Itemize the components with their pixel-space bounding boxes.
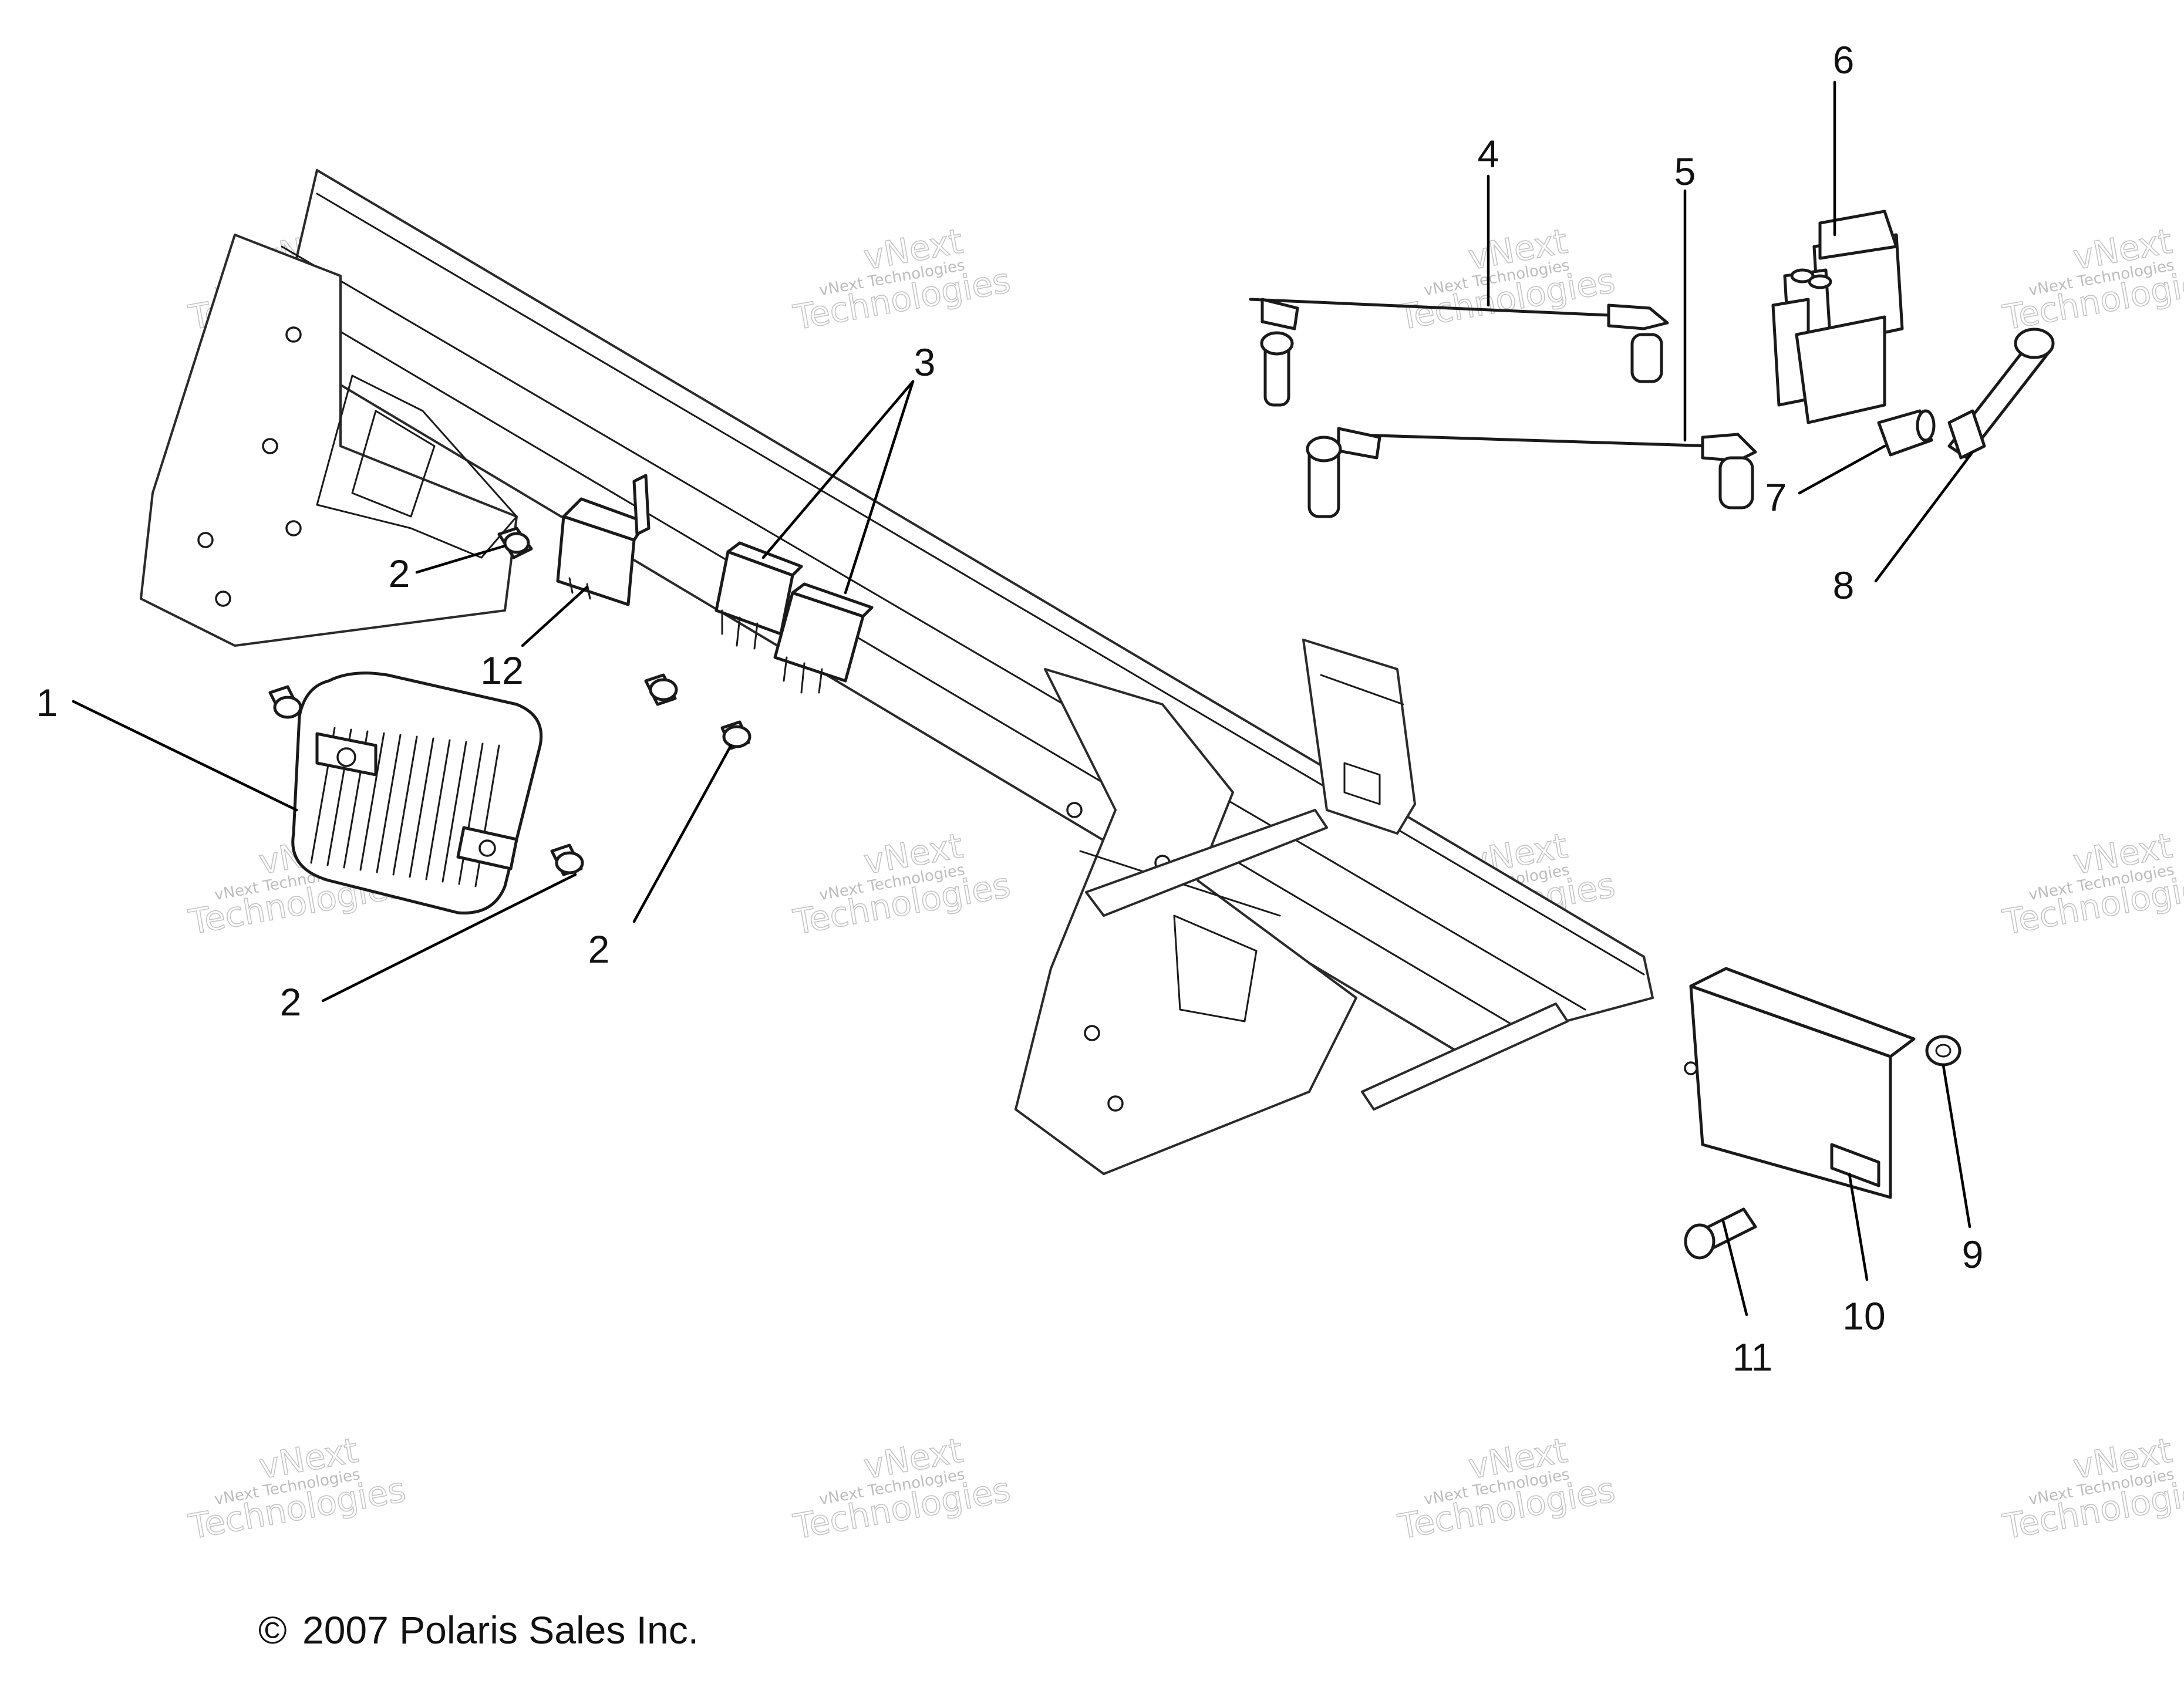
- regulator-fin: [425, 739, 451, 880]
- speed-sensor-5[interactable]: [1306, 427, 1757, 518]
- callout-3: 3: [914, 340, 936, 384]
- callout-9: 9: [1962, 1233, 1984, 1276]
- callout-12: 12: [480, 649, 523, 692]
- callout-8: 8: [1833, 563, 1855, 607]
- callout-2c: 2: [588, 927, 610, 971]
- spacer-7[interactable]: [1877, 409, 1936, 457]
- callout-4: 4: [1478, 132, 1499, 176]
- callout-6: 6: [1833, 38, 1855, 82]
- relay-3b[interactable]: [773, 582, 874, 694]
- callout-2a: 2: [389, 552, 410, 595]
- regulator-fin: [441, 741, 467, 883]
- regulator-fin: [376, 734, 402, 873]
- callout-7: 7: [1765, 475, 1787, 519]
- screw-2d[interactable]: [720, 720, 751, 750]
- screw-2b[interactable]: [268, 685, 302, 719]
- starter-relay-12[interactable]: [556, 474, 651, 606]
- callout-labels: 1 2 2 2 3 4 5 6 7 8 9 10 11 12: [36, 38, 1984, 1379]
- regulator-fin: [359, 732, 385, 871]
- callout-5: 5: [1674, 150, 1696, 193]
- callout-11: 11: [1733, 1335, 1773, 1379]
- speed-sensor-4[interactable]: [1249, 298, 1669, 407]
- nut-9[interactable]: [1925, 1035, 1961, 1067]
- callout-2b: 2: [280, 980, 302, 1024]
- connector-block-6[interactable]: [1771, 210, 1904, 424]
- frame-assembly: [140, 169, 1654, 1175]
- regulator-fin: [392, 735, 418, 876]
- svg-text:© 2007 Polaris Sales Inc: © 2007 Polaris Sales Inc.: [258, 1608, 699, 1652]
- callout-1: 1: [36, 681, 58, 724]
- copyright-symbol: ©: [258, 1608, 287, 1652]
- bolt-8[interactable]: [1947, 328, 2055, 460]
- regulator-fin: [409, 737, 434, 878]
- ecu-module-10[interactable]: [1684, 967, 1916, 1199]
- screw-2c[interactable]: [644, 673, 678, 706]
- copyright-text: 2007 Polaris Sales Inc.: [302, 1608, 699, 1652]
- screw-2a[interactable]: [497, 527, 533, 559]
- voltage-regulator[interactable]: [291, 671, 543, 914]
- bolt-11[interactable]: [1684, 1207, 1757, 1260]
- screw-2e[interactable]: [550, 843, 584, 876]
- leader-lines: [72, 80, 1974, 1317]
- callout-10: 10: [1842, 1294, 1885, 1338]
- relay-3a[interactable]: [714, 541, 803, 650]
- copyright-notice: © 2007 Polaris Sales Inc.: [258, 1608, 699, 1652]
- regulator-fin: [458, 743, 484, 885]
